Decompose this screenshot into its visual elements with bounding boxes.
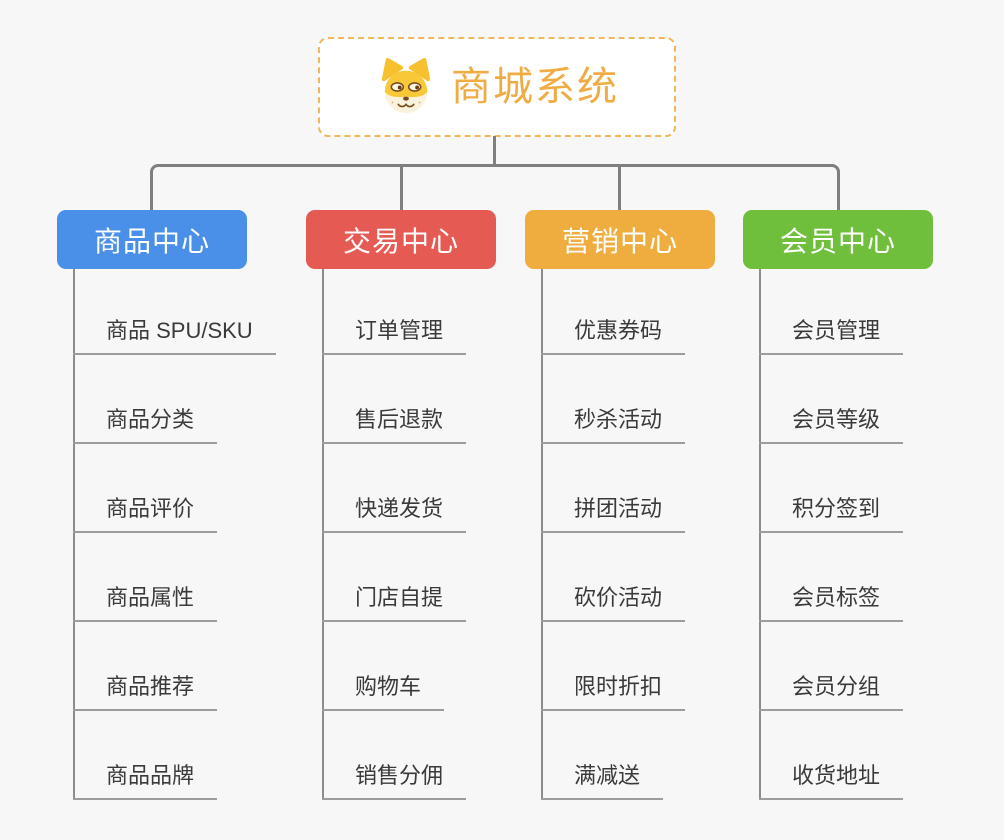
topic-item[interactable]: 会员分组 xyxy=(759,671,904,711)
topic-item[interactable]: 收货地址 xyxy=(759,760,904,800)
root-topic[interactable]: 商城系统 xyxy=(318,37,676,137)
topic-item[interactable]: 砍价活动 xyxy=(541,582,686,622)
branch-header-trade[interactable]: 交易中心 xyxy=(306,210,496,269)
topic-item[interactable]: 购物车 xyxy=(322,671,445,711)
connector-bus xyxy=(150,164,840,210)
branch-trunk-line xyxy=(759,269,761,800)
topic-item[interactable]: 会员标签 xyxy=(759,582,904,622)
branch-product-center: 商品中心 商品 SPU/SKU 商品分类 商品评价 商品属性 商品推荐 商品品牌 xyxy=(57,210,307,810)
branch-trade-center: 交易中心 订单管理 售后退款 快递发货 门店自提 购物车 销售分佣 xyxy=(306,210,556,810)
topic-item[interactable]: 会员等级 xyxy=(759,404,904,444)
topic-item[interactable]: 订单管理 xyxy=(322,315,467,355)
connector-root-stub xyxy=(493,136,496,165)
topic-item[interactable]: 售后退款 xyxy=(322,404,467,444)
connector-drop-trade xyxy=(400,167,403,210)
branch-trunk-line xyxy=(322,269,324,800)
topic-item[interactable]: 商品品牌 xyxy=(73,760,218,800)
topic-item[interactable]: 秒杀活动 xyxy=(541,404,686,444)
topic-item[interactable]: 门店自提 xyxy=(322,582,467,622)
topic-item[interactable]: 商品推荐 xyxy=(73,671,218,711)
topic-item[interactable]: 拼团活动 xyxy=(541,493,686,533)
root-topic-label: 商城系统 xyxy=(451,65,619,109)
topic-item[interactable]: 商品 SPU/SKU xyxy=(73,315,276,355)
branch-header-member[interactable]: 会员中心 xyxy=(743,210,933,269)
topic-item[interactable]: 限时折扣 xyxy=(541,671,686,711)
topic-item[interactable]: 商品评价 xyxy=(73,493,218,533)
topic-item[interactable]: 快递发货 xyxy=(322,493,467,533)
topic-item[interactable]: 满减送 xyxy=(541,760,664,800)
branch-trunk-line xyxy=(541,269,543,800)
topic-item[interactable]: 商品属性 xyxy=(73,582,218,622)
topic-item[interactable]: 积分签到 xyxy=(759,493,904,533)
topic-item[interactable]: 销售分佣 xyxy=(322,760,467,800)
topic-item[interactable]: 优惠券码 xyxy=(541,315,686,355)
topic-item[interactable]: 商品分类 xyxy=(73,404,218,444)
dog-face-icon xyxy=(375,58,437,116)
branch-marketing-center: 营销中心 优惠券码 秒杀活动 拼团活动 砍价活动 限时折扣 满减送 xyxy=(525,210,775,810)
branch-trunk-line xyxy=(73,269,75,800)
branch-header-marketing[interactable]: 营销中心 xyxy=(525,210,715,269)
branch-header-product[interactable]: 商品中心 xyxy=(57,210,247,269)
branch-member-center: 会员中心 会员管理 会员等级 积分签到 会员标签 会员分组 收货地址 xyxy=(743,210,993,810)
topic-item[interactable]: 会员管理 xyxy=(759,315,904,355)
connector-drop-marketing xyxy=(618,167,621,210)
